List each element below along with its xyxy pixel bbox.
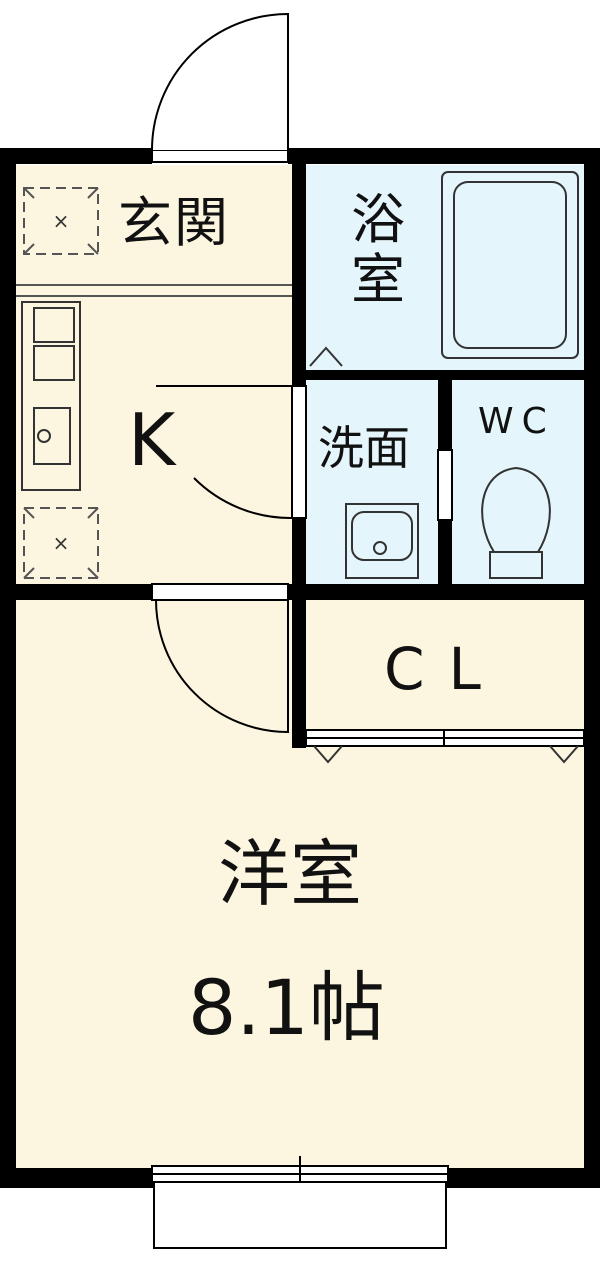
room-label-kitchen: K bbox=[128, 398, 176, 482]
entrance-door-swing bbox=[151, 12, 289, 151]
room-label-toilet: WC bbox=[478, 401, 555, 442]
room-label-bathroom: 浴室 bbox=[351, 188, 405, 312]
genkan-floor bbox=[16, 165, 296, 285]
svg-text:×: × bbox=[53, 209, 70, 233]
bathroom-floor bbox=[306, 165, 584, 370]
storage-box-icon: × bbox=[23, 187, 99, 255]
kitchen-door-swing bbox=[156, 385, 293, 520]
western-room-door-swing bbox=[155, 599, 289, 734]
balcony bbox=[153, 1181, 447, 1249]
room-label-western: 洋室 bbox=[218, 832, 363, 916]
wash-basin-icon bbox=[345, 503, 419, 579]
room-label-genkan: 玄関 bbox=[118, 191, 230, 254]
toilet-icon bbox=[481, 466, 551, 579]
room-label-closet: CL bbox=[384, 635, 505, 703]
toilet-floor bbox=[452, 380, 584, 590]
outer-wall-left bbox=[0, 148, 16, 1188]
room-size-label: 8.1帖 bbox=[188, 963, 385, 1052]
outer-wall-right bbox=[584, 148, 600, 1188]
washroom-floor bbox=[306, 380, 438, 590]
kitchen-sink-icon bbox=[21, 301, 81, 491]
svg-text:×: × bbox=[53, 531, 70, 555]
room-label-washroom: 洗面 bbox=[318, 421, 410, 475]
bathtub-icon bbox=[441, 171, 579, 359]
storage-box-icon: × bbox=[23, 507, 99, 579]
entrance-door-opening bbox=[152, 148, 288, 164]
kitchen-floor bbox=[16, 285, 296, 590]
wall-middle-horizontal bbox=[16, 584, 584, 600]
